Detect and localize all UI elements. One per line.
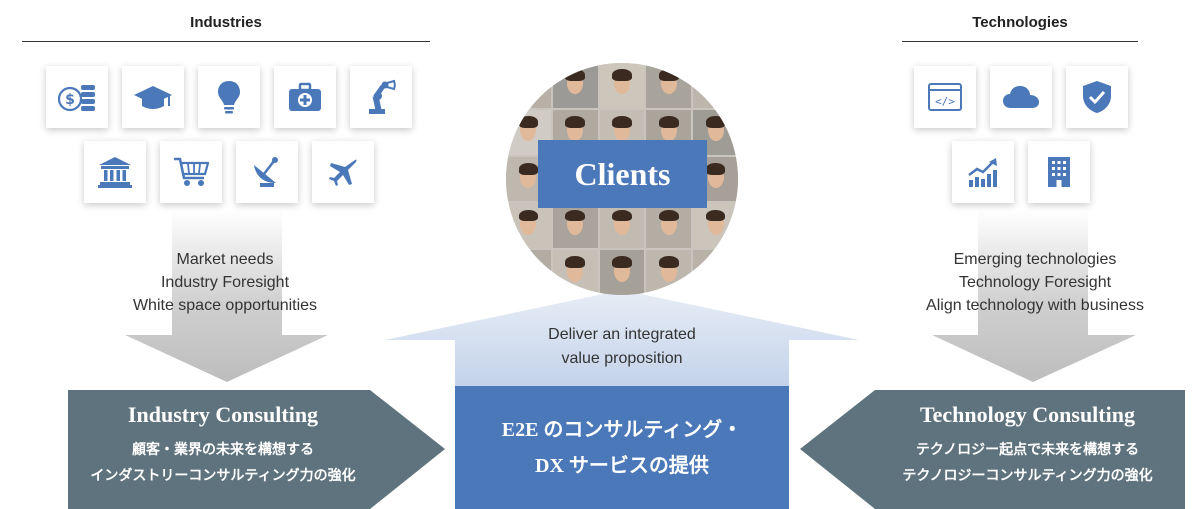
value-proposition-line: Deliver an integrated [548,326,696,343]
caption-line: Market needs [176,251,274,268]
code-window-icon: </> [914,66,976,128]
medical-kit-icon [274,66,336,128]
shield-check-icon [1066,66,1128,128]
left-down-arrow [125,210,328,382]
satellite-dish-icon [236,141,298,203]
office-building-icon [1028,141,1090,203]
industry-consulting-block: Industry Consulting 顧客・業界の未来を構想する インダストリ… [68,400,378,490]
graduation-cap-icon [122,66,184,128]
svg-text:</>: </> [935,95,955,108]
technologies-divider [902,41,1138,42]
industries-heading: Industries [190,14,262,31]
clients-label: Clients [538,140,707,208]
right-down-arrow [932,210,1136,382]
e2e-line: E2E のコンサルティング・ [501,418,743,441]
industry-consulting-line: インダストリーコンサルティング力の強化 [90,469,356,484]
industry-consulting-line: 顧客・業界の未来を構想する [132,443,314,458]
technologies-heading: Technologies [972,14,1068,31]
bank-icon [84,141,146,203]
technology-consulting-shape [800,390,1185,509]
technology-consulting-block: Technology Consulting テクノロジー起点で未来を構想する テ… [870,400,1185,490]
industries-caption: Market needs Industry Foresight White sp… [60,248,390,317]
airplane-icon [312,141,374,203]
e2e-line: DX サービスの提供 [535,454,709,477]
shopping-cart-icon [160,141,222,203]
caption-line: Technology Foresight [958,274,1112,291]
technology-consulting-line: テクノロジー起点で未来を構想する [915,443,1140,458]
technologies-caption: Emerging technologies Technology Foresig… [870,248,1192,317]
caption-line: Align technology with business [926,297,1144,314]
value-proposition-line: value proposition [561,350,683,367]
industries-divider [22,41,430,42]
technology-consulting-title: Technology Consulting [920,402,1135,427]
technology-consulting-line: テクノロジーコンサルティング力の強化 [902,469,1153,484]
coins-icon: $ [46,66,108,128]
svg-text:$: $ [65,92,75,108]
value-proposition-text: Deliver an integrated value proposition [455,323,789,371]
industry-consulting-title: Industry Consulting [127,402,319,427]
growth-chart-icon [952,141,1014,203]
center-up-arrow [385,290,859,386]
industry-consulting-shape [68,390,445,509]
cloud-icon [990,66,1052,128]
caption-line: Emerging technologies [953,251,1117,268]
caption-line: Industry Foresight [160,274,290,291]
caption-line: White space opportunities [132,297,318,314]
lightbulb-icon [198,66,260,128]
e2e-service-box: E2E のコンサルティング・ DX サービスの提供 [455,386,789,509]
robot-arm-icon [350,66,412,128]
